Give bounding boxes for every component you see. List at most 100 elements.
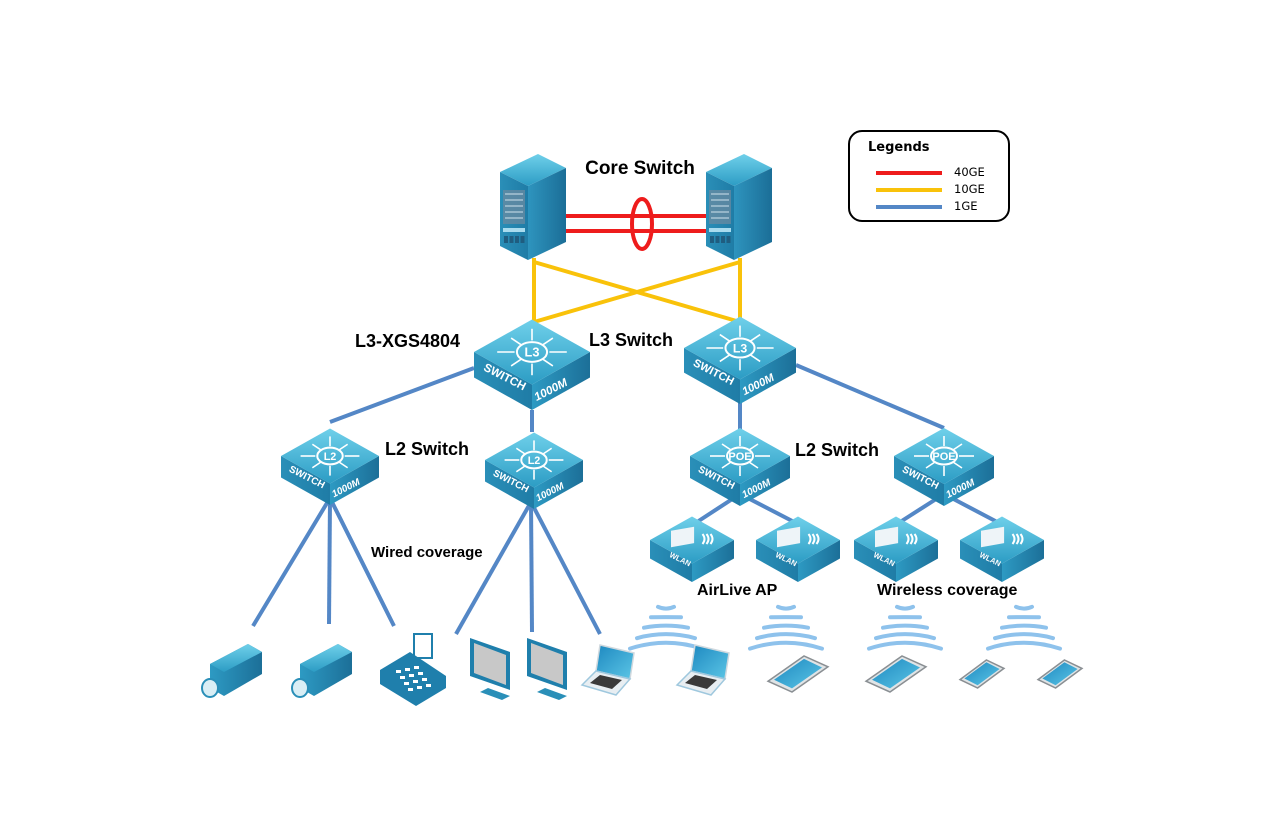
rack-strip xyxy=(503,228,525,232)
legend-item-40ge: 40GE xyxy=(876,165,1006,181)
phone-key xyxy=(404,682,409,685)
switch-side-right xyxy=(798,540,840,582)
phone-key xyxy=(408,688,413,691)
ap-signal xyxy=(909,533,914,545)
switch-arrow xyxy=(925,461,936,469)
switch-arrow xyxy=(719,333,731,342)
link-1ge-l3-l2a xyxy=(329,366,475,424)
endpoint-smartphone-2 xyxy=(1036,659,1084,689)
airlive-ap-label: AirLive AP xyxy=(697,582,778,599)
wifi-arc xyxy=(656,604,676,611)
device-screen xyxy=(872,658,920,689)
switch-side-left xyxy=(281,456,330,505)
wifi-arc xyxy=(642,623,690,630)
rack-side xyxy=(734,168,772,260)
switch-arrow xyxy=(338,443,349,451)
rack-port xyxy=(721,236,725,243)
rack-side xyxy=(528,168,566,260)
switch-side-left xyxy=(894,456,944,506)
legend-item-10ge: 10GE xyxy=(876,182,1006,198)
wifi-arc xyxy=(1000,623,1048,630)
endpoints-layer xyxy=(201,633,1084,706)
switch-arrow xyxy=(542,465,553,473)
ap-panel xyxy=(671,526,695,548)
rack-port xyxy=(504,236,508,243)
switch-arrow xyxy=(749,333,761,342)
switch-side-left xyxy=(684,348,740,404)
link-1ge-l2a-camera2 xyxy=(327,497,332,625)
legend-label-40ge: 40GE xyxy=(954,165,985,179)
legend-item-1ge: 1GE xyxy=(876,199,1006,215)
switch-side-right xyxy=(896,540,938,582)
phone-key xyxy=(396,670,401,673)
rack-panel xyxy=(503,190,525,224)
wifi-arc xyxy=(776,604,796,611)
wifi-arc xyxy=(881,623,929,630)
monitor-screen xyxy=(531,643,563,685)
switch-arrow xyxy=(515,447,526,455)
ap-signal xyxy=(705,533,710,545)
endpoint-camera-1 xyxy=(201,644,262,698)
ap-signal xyxy=(701,533,706,545)
laptop-keyboard xyxy=(590,675,622,689)
switch-side-right xyxy=(740,348,796,404)
camera-top xyxy=(210,644,262,672)
switch-side-left xyxy=(474,352,532,410)
switch-badge-ring xyxy=(930,446,958,466)
legend: Legends 40GE 10GE 1GE xyxy=(848,130,1010,222)
ap-panel xyxy=(981,526,1005,548)
rack-panel xyxy=(709,190,731,224)
rack-port xyxy=(515,236,519,243)
switch-arrow xyxy=(311,443,322,451)
wifi-arc xyxy=(762,623,810,630)
wifi-arc xyxy=(986,640,1062,651)
phone-body xyxy=(380,652,446,706)
core-switch-right xyxy=(706,154,772,260)
wifi-arc xyxy=(895,604,915,611)
endpoint-laptop-wired xyxy=(580,644,635,696)
wifi-waves-layer xyxy=(628,604,1062,651)
ap-4: WLAN xyxy=(960,516,1044,582)
switch-badge-text: L2 xyxy=(528,455,541,467)
switch-top xyxy=(474,319,590,385)
switch-side-right xyxy=(534,460,583,509)
switch-side-left xyxy=(650,540,692,582)
wifi-arc xyxy=(635,632,697,641)
wifi-waves-1 xyxy=(628,604,704,651)
phone-key xyxy=(417,686,422,689)
switch-side-left xyxy=(756,540,798,582)
switch-side-right xyxy=(692,540,734,582)
link-10ge-core-right-l3-left xyxy=(533,260,741,324)
switch-top xyxy=(894,428,994,484)
rack-port xyxy=(726,236,731,243)
switch-arrow xyxy=(748,461,759,469)
lag-ring xyxy=(630,197,654,251)
link-1ge-l2a-camera1 xyxy=(251,496,332,628)
l3-switch-label: L3 Switch xyxy=(589,330,673,350)
wifi-arc xyxy=(1014,604,1034,611)
ap-3: WLAN xyxy=(854,516,938,582)
link-1ge-l2a-phone xyxy=(328,497,396,627)
switch-top xyxy=(485,432,583,488)
switch-arrow xyxy=(719,354,731,363)
switch-badge-ring xyxy=(515,341,549,363)
core-switch-left xyxy=(500,154,566,260)
ap-1: WLAN xyxy=(650,516,734,582)
phone-key xyxy=(413,680,418,683)
link-1ge-l2b-laptop xyxy=(529,501,602,635)
link-1ge-l2b-monitor2 xyxy=(529,501,534,633)
switch-arrow xyxy=(721,443,732,451)
ap-signal xyxy=(905,533,910,545)
phone-key xyxy=(405,668,410,671)
monitor-screen xyxy=(474,643,506,685)
rack-port xyxy=(715,236,720,243)
switch-side-right xyxy=(330,456,379,505)
phone-key xyxy=(400,676,405,679)
legend-swatch-40ge xyxy=(876,171,942,175)
endpoint-tablet-1 xyxy=(766,655,830,693)
ap-signal xyxy=(1011,533,1016,545)
ap-signal xyxy=(1015,533,1020,545)
rack-port xyxy=(520,236,525,243)
